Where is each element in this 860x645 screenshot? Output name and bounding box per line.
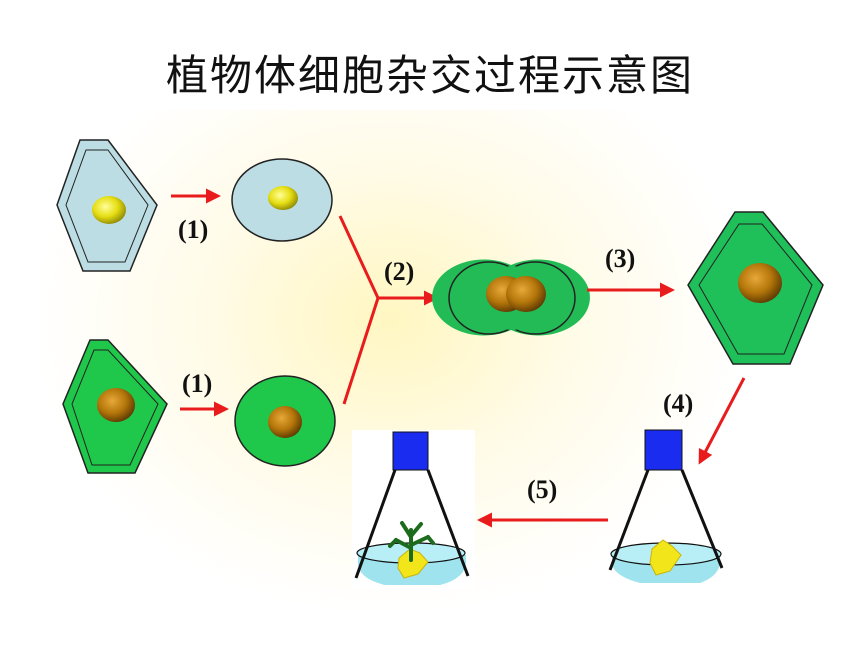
flask-cap-icon	[392, 431, 429, 471]
nucleus-b-icon	[97, 388, 135, 422]
plantlet-icon	[388, 521, 435, 562]
fused-protoplast	[432, 259, 590, 336]
step-5-label: (5)	[527, 475, 557, 504]
step-4-label: (4)	[663, 389, 693, 418]
flask-cap-icon	[644, 429, 683, 471]
plant-cell-b	[62, 339, 168, 474]
protoplast-a	[231, 158, 333, 242]
nucleus-b-icon	[506, 276, 546, 312]
nucleus-b-icon	[738, 263, 782, 303]
plant-cell-a	[56, 139, 158, 272]
flask-callus	[608, 429, 724, 583]
nucleus-a-icon	[268, 186, 298, 210]
fusion-lines	[338, 215, 439, 405]
step-1-label-top: (1)	[178, 215, 208, 244]
flask-plantlet	[352, 430, 475, 590]
nucleus-a-icon	[92, 196, 126, 224]
step-3-label: (3)	[605, 244, 635, 273]
callus-icon	[649, 539, 682, 576]
page-title: 植物体细胞杂交过程示意图	[165, 51, 694, 100]
step-2-label: (2)	[384, 257, 414, 286]
nucleus-b-icon	[268, 406, 302, 438]
protoplast-b	[234, 375, 336, 467]
hybrid-cell	[687, 211, 824, 365]
arrow-step4	[698, 377, 746, 465]
step-1-label-bottom: (1)	[182, 369, 212, 398]
